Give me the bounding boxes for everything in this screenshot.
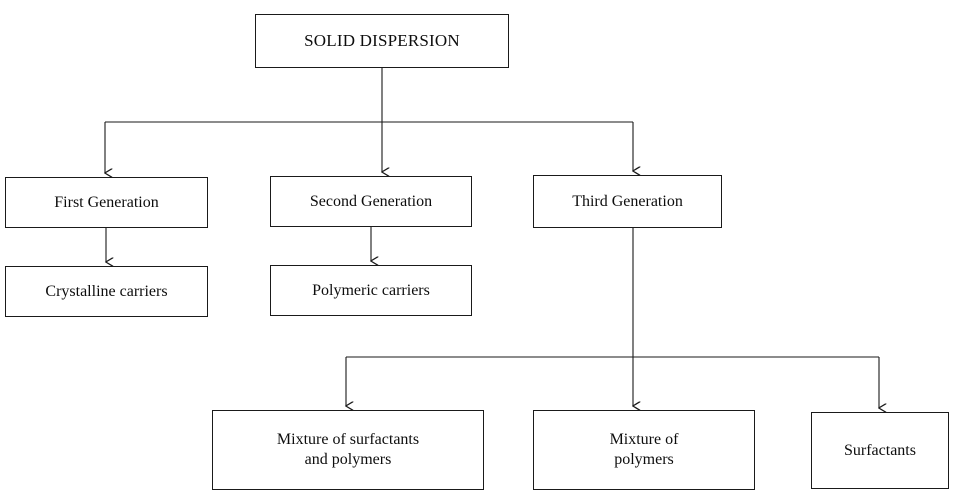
- node-mixture-of-polymers[interactable]: Mixture of polymers: [533, 410, 755, 490]
- node-surfactants[interactable]: Surfactants: [811, 412, 949, 489]
- node-crystalline-carriers-label: Crystalline carriers: [45, 282, 168, 300]
- node-first-generation[interactable]: First Generation: [5, 177, 208, 228]
- node-second-generation[interactable]: Second Generation: [270, 176, 472, 227]
- node-third-generation-label: Third Generation: [572, 192, 683, 210]
- node-first-generation-label: First Generation: [54, 193, 159, 211]
- node-polymeric-carriers-label: Polymeric carriers: [312, 281, 430, 299]
- node-polymeric-carriers[interactable]: Polymeric carriers: [270, 265, 472, 316]
- node-mixture-of-polymers-label: Mixture of polymers: [609, 431, 679, 468]
- node-second-generation-label: Second Generation: [309, 192, 433, 210]
- node-surfactants-label: Surfactants: [844, 441, 916, 459]
- node-third-generation[interactable]: Third Generation: [533, 175, 722, 228]
- node-mixture-of-surfactants-and-polymers[interactable]: Mixture of surfactants and polymers: [212, 410, 484, 490]
- node-mixture-of-surfactants-and-polymers-label: Mixture of surfactants and polymers: [276, 431, 420, 468]
- node-solid-dispersion-label: SOLID DISPERSION: [304, 31, 460, 51]
- node-crystalline-carriers[interactable]: Crystalline carriers: [5, 266, 208, 317]
- node-solid-dispersion[interactable]: SOLID DISPERSION: [255, 14, 509, 68]
